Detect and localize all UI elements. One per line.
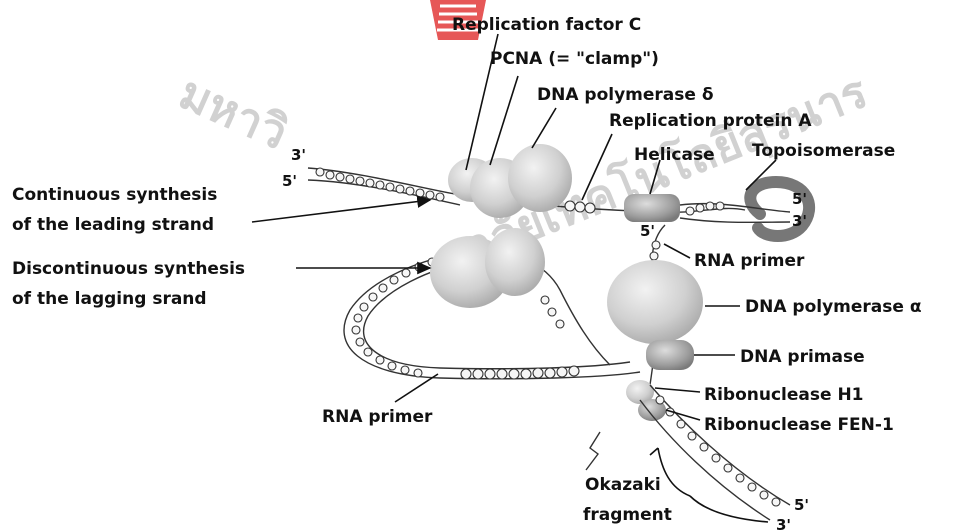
dna-polymerase-alpha-blob	[607, 260, 703, 344]
leader-continuous-synthesis	[252, 200, 430, 222]
label-discontinuous-synthesis-2: of the lagging srand	[12, 289, 207, 309]
label-continuous-synthesis-1: Continuous synthesis	[12, 185, 217, 205]
okazaki-strand	[586, 385, 790, 520]
end-right-5: 5'	[792, 190, 807, 208]
dna-primase-blob	[646, 340, 694, 370]
dna-polymerase-delta-blob	[508, 144, 572, 212]
label-ribonuclease-h1: Ribonuclease H1	[704, 385, 864, 405]
end-bottom-5: 5'	[794, 496, 809, 514]
label-discontinuous-synthesis-1: Discontinuous synthesis	[12, 259, 245, 279]
leader-rna-primer-left	[395, 374, 438, 402]
label-topoisomerase: Topoisomerase	[752, 141, 895, 161]
lagging-complex	[430, 228, 703, 421]
label-helicase: Helicase	[634, 145, 715, 165]
lagging-pcna-blob	[485, 228, 545, 296]
leader-pcna	[490, 76, 518, 165]
end-top-left-5: 5'	[282, 172, 297, 190]
label-okazaki-1: Okazaki	[585, 475, 661, 495]
label-dna-polymerase-delta: DNA polymerase δ	[537, 85, 714, 105]
label-rna-primer-right: RNA primer	[694, 251, 805, 271]
label-replication-protein-a: Replication protein A	[609, 111, 812, 131]
label-replication-factor-c: Replication factor C	[452, 15, 641, 35]
label-continuous-synthesis-2: of the leading strand	[12, 215, 214, 235]
label-rna-primer-left: RNA primer	[322, 407, 433, 427]
label-dna-polymerase-alpha: DNA polymerase α	[745, 297, 922, 317]
end-right-3: 3'	[792, 212, 807, 230]
label-okazaki-2: fragment	[583, 505, 672, 525]
end-top-left-3: 3'	[291, 146, 306, 164]
leader-rna-primer-right	[664, 244, 690, 258]
leader-ribonuclease-h1	[655, 388, 700, 392]
watermark-text-left: มหาวิ	[171, 65, 296, 160]
label-ribonuclease-fen1: Ribonuclease FEN-1	[704, 415, 894, 435]
label-dna-primase: DNA primase	[740, 347, 865, 367]
helicase-blob	[624, 194, 680, 222]
leader-dna-polymerase-delta	[532, 108, 556, 148]
label-pcna: PCNA (= "clamp")	[490, 49, 659, 69]
end-bottom-3: 3'	[776, 516, 791, 532]
end-fork-5: 5'	[640, 222, 655, 240]
